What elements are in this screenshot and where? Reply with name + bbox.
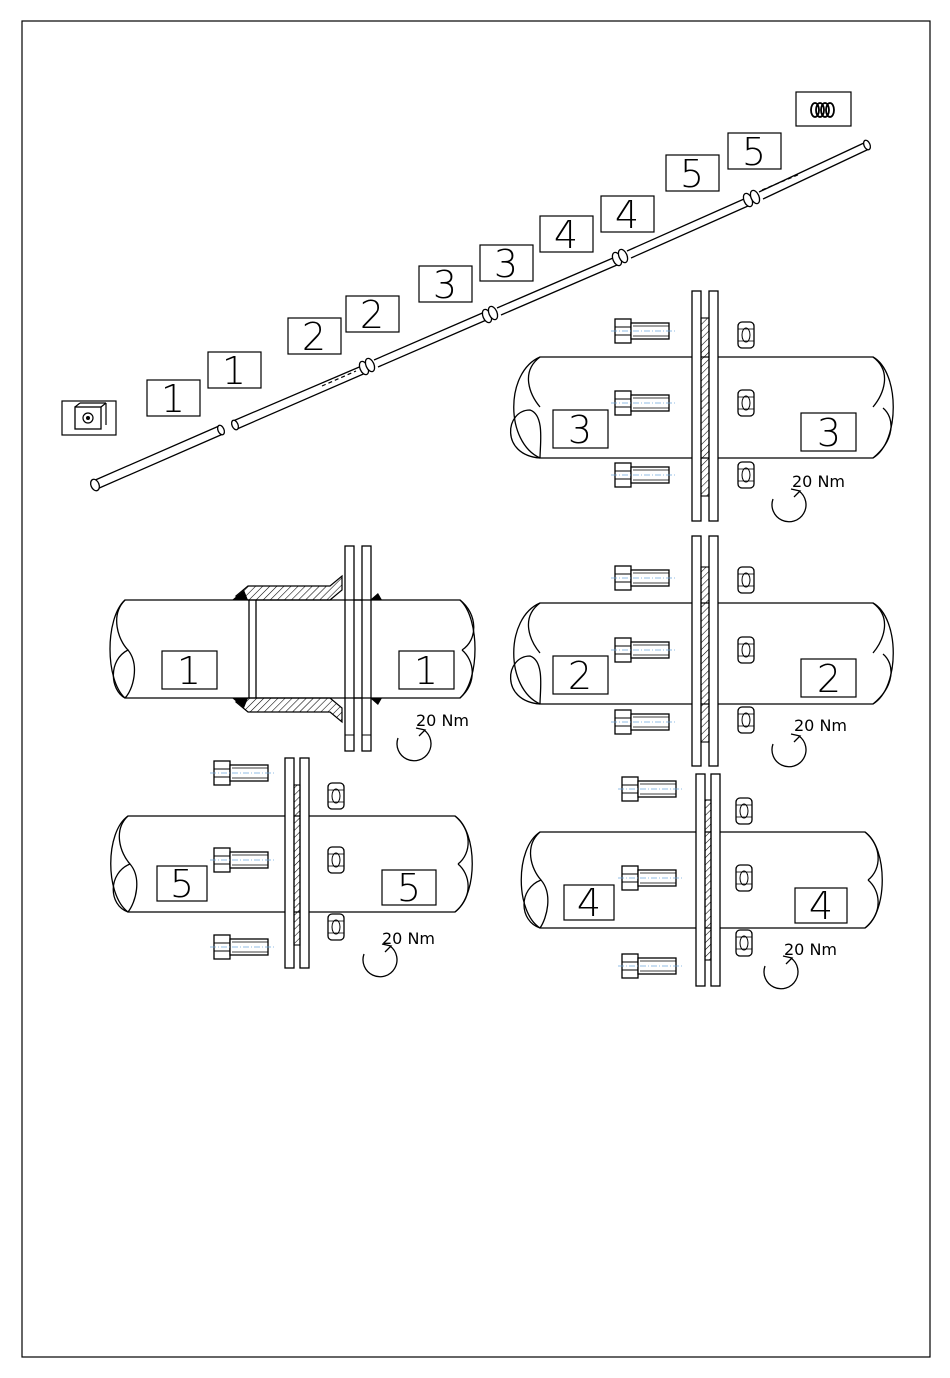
- detail-1-label-left: 1: [162, 649, 217, 693]
- svg-text:2: 2: [817, 657, 841, 701]
- main-label-4a: 4: [540, 213, 593, 257]
- svg-text:3: 3: [817, 411, 841, 455]
- svg-text:2: 2: [302, 315, 326, 359]
- svg-text:1: 1: [414, 649, 438, 693]
- detail-5-label-left: 5: [157, 862, 207, 906]
- spring-coil-icon: [796, 92, 851, 126]
- svg-text:1: 1: [177, 649, 201, 693]
- detail-5-torque: 20 Nm: [382, 929, 435, 948]
- main-label-1a: 1: [147, 377, 200, 421]
- main-label-2a: 2: [288, 315, 341, 359]
- main-label-4b: 4: [601, 193, 654, 237]
- svg-text:2: 2: [360, 293, 384, 337]
- detail-2-label-left: 2: [553, 654, 608, 698]
- detail-1-torque: 20 Nm: [416, 711, 469, 730]
- detail-3-label-right: 3: [801, 411, 856, 455]
- svg-text:5: 5: [742, 130, 766, 174]
- main-label-1b: 1: [208, 349, 261, 393]
- svg-text:1: 1: [161, 377, 185, 421]
- svg-text:5: 5: [170, 862, 194, 906]
- control-unit-icon: [62, 401, 116, 435]
- svg-text:4: 4: [554, 213, 578, 257]
- detail-4-label-right: 4: [795, 884, 847, 928]
- svg-text:2: 2: [568, 654, 592, 698]
- detail-2-torque: 20 Nm: [794, 716, 847, 735]
- svg-text:5: 5: [680, 152, 704, 196]
- svg-text:4: 4: [577, 881, 601, 925]
- detail-2-label-right: 2: [801, 657, 856, 701]
- detail-4-label-left: 4: [564, 881, 614, 925]
- detail-4-torque: 20 Nm: [784, 940, 837, 959]
- main-label-5b: 5: [728, 130, 781, 174]
- main-label-3a: 3: [419, 263, 472, 307]
- detail-3-torque: 20 Nm: [792, 472, 845, 491]
- main-label-5a: 5: [666, 152, 719, 196]
- svg-text:4: 4: [615, 193, 639, 237]
- svg-text:3: 3: [568, 408, 592, 452]
- main-label-2b: 2: [346, 293, 399, 337]
- svg-text:4: 4: [809, 884, 833, 928]
- svg-text:3: 3: [433, 263, 457, 307]
- detail-1-label-right: 1: [399, 649, 454, 693]
- detail-3-label-left: 3: [553, 408, 608, 452]
- svg-text:3: 3: [494, 242, 518, 286]
- svg-text:1: 1: [222, 349, 246, 393]
- detail-5-label-right: 5: [382, 866, 436, 910]
- svg-text:5: 5: [397, 866, 421, 910]
- main-label-3b: 3: [480, 242, 533, 286]
